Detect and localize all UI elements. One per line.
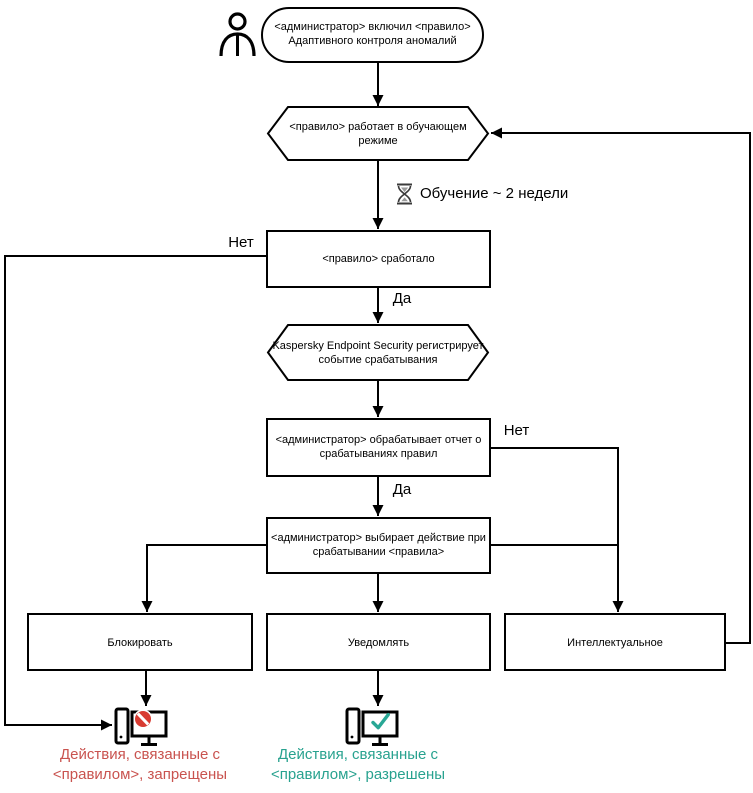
register-label-line1: Kaspersky Endpoint Security регистрирует: [272, 340, 484, 352]
report-label: <администратор> обрабатывает отчет о сра…: [267, 433, 490, 461]
edge-label-no-1: Нет: [228, 234, 254, 251]
block-label: Блокировать: [107, 637, 173, 649]
choose-label: <администратор> выбирает действие при ср…: [267, 531, 490, 559]
denied-label: Действия, связанные с <правилом>, запрещ…: [40, 745, 240, 785]
node-shapes: [27, 7, 726, 671]
training-label: <правило> работает в обучающем режиме: [273, 120, 483, 148]
report-label-line2: срабатываниях правил: [319, 448, 438, 460]
start-label-line2: Адаптивного контроля аномалий: [288, 35, 457, 47]
register-label-line2: событие срабатывания: [318, 354, 438, 366]
block-node: [27, 613, 253, 671]
edge-choose-block: [141, 544, 267, 612]
choose-label-line1: <администратор> выбирает действие при: [271, 532, 486, 544]
computer-blocked-icon: [114, 707, 168, 746]
edge-triggered-no-denied: [4, 255, 267, 731]
allowed-label-line2: <правилом>, разрешены: [270, 766, 446, 783]
edge-label-yes-1: Да: [392, 290, 412, 307]
report-label-line1: <администратор> обрабатывает отчет о: [275, 434, 482, 446]
computer-allowed-icon: [345, 707, 399, 746]
notify-node: [266, 613, 491, 671]
connectors: [4, 62, 751, 731]
edge-report-no-smart: [490, 447, 624, 612]
allowed-label: Действия, связанные с <правилом>, разреш…: [258, 745, 458, 785]
triggered-node: [266, 230, 491, 288]
smart-label: Интеллектуальное: [567, 637, 663, 649]
edge-smart-feedback: [491, 127, 751, 644]
report-node: [266, 418, 491, 477]
start-label: <администратор> включил <правило> Адапти…: [262, 20, 483, 48]
edge-label-yes-2: Да: [392, 481, 412, 498]
hourglass-icon: [397, 183, 412, 205]
start-node: [261, 7, 484, 63]
notify-label: Уведомлять: [347, 637, 410, 649]
denied-label-line1: Действия, связанные с: [59, 746, 221, 763]
allowed-label-line1: Действия, связанные с: [277, 746, 439, 763]
register-label: Kaspersky Endpoint Security регистрирует…: [263, 339, 493, 367]
start-label-line1: <администратор> включил <правило>: [274, 21, 471, 33]
triggered-label: <правило> сработало: [322, 253, 435, 265]
choose-label-line2: срабатывании <правила>: [312, 546, 445, 558]
smart-node: [504, 613, 726, 671]
register-node: [266, 324, 490, 381]
training-node: [266, 106, 490, 161]
edge-label-no-2: Нет: [503, 422, 530, 439]
learning-note: Обучение ~ 2 недели: [420, 185, 569, 202]
prohibit-icon: [133, 709, 153, 729]
choose-node: [266, 517, 491, 574]
training-label-line1: <правило> работает в обучающем: [289, 121, 467, 133]
training-label-line2: режиме: [358, 135, 398, 147]
person-icon: [219, 12, 256, 57]
denied-label-line2: <правилом>, запрещены: [52, 766, 228, 783]
check-icon: [371, 713, 390, 730]
